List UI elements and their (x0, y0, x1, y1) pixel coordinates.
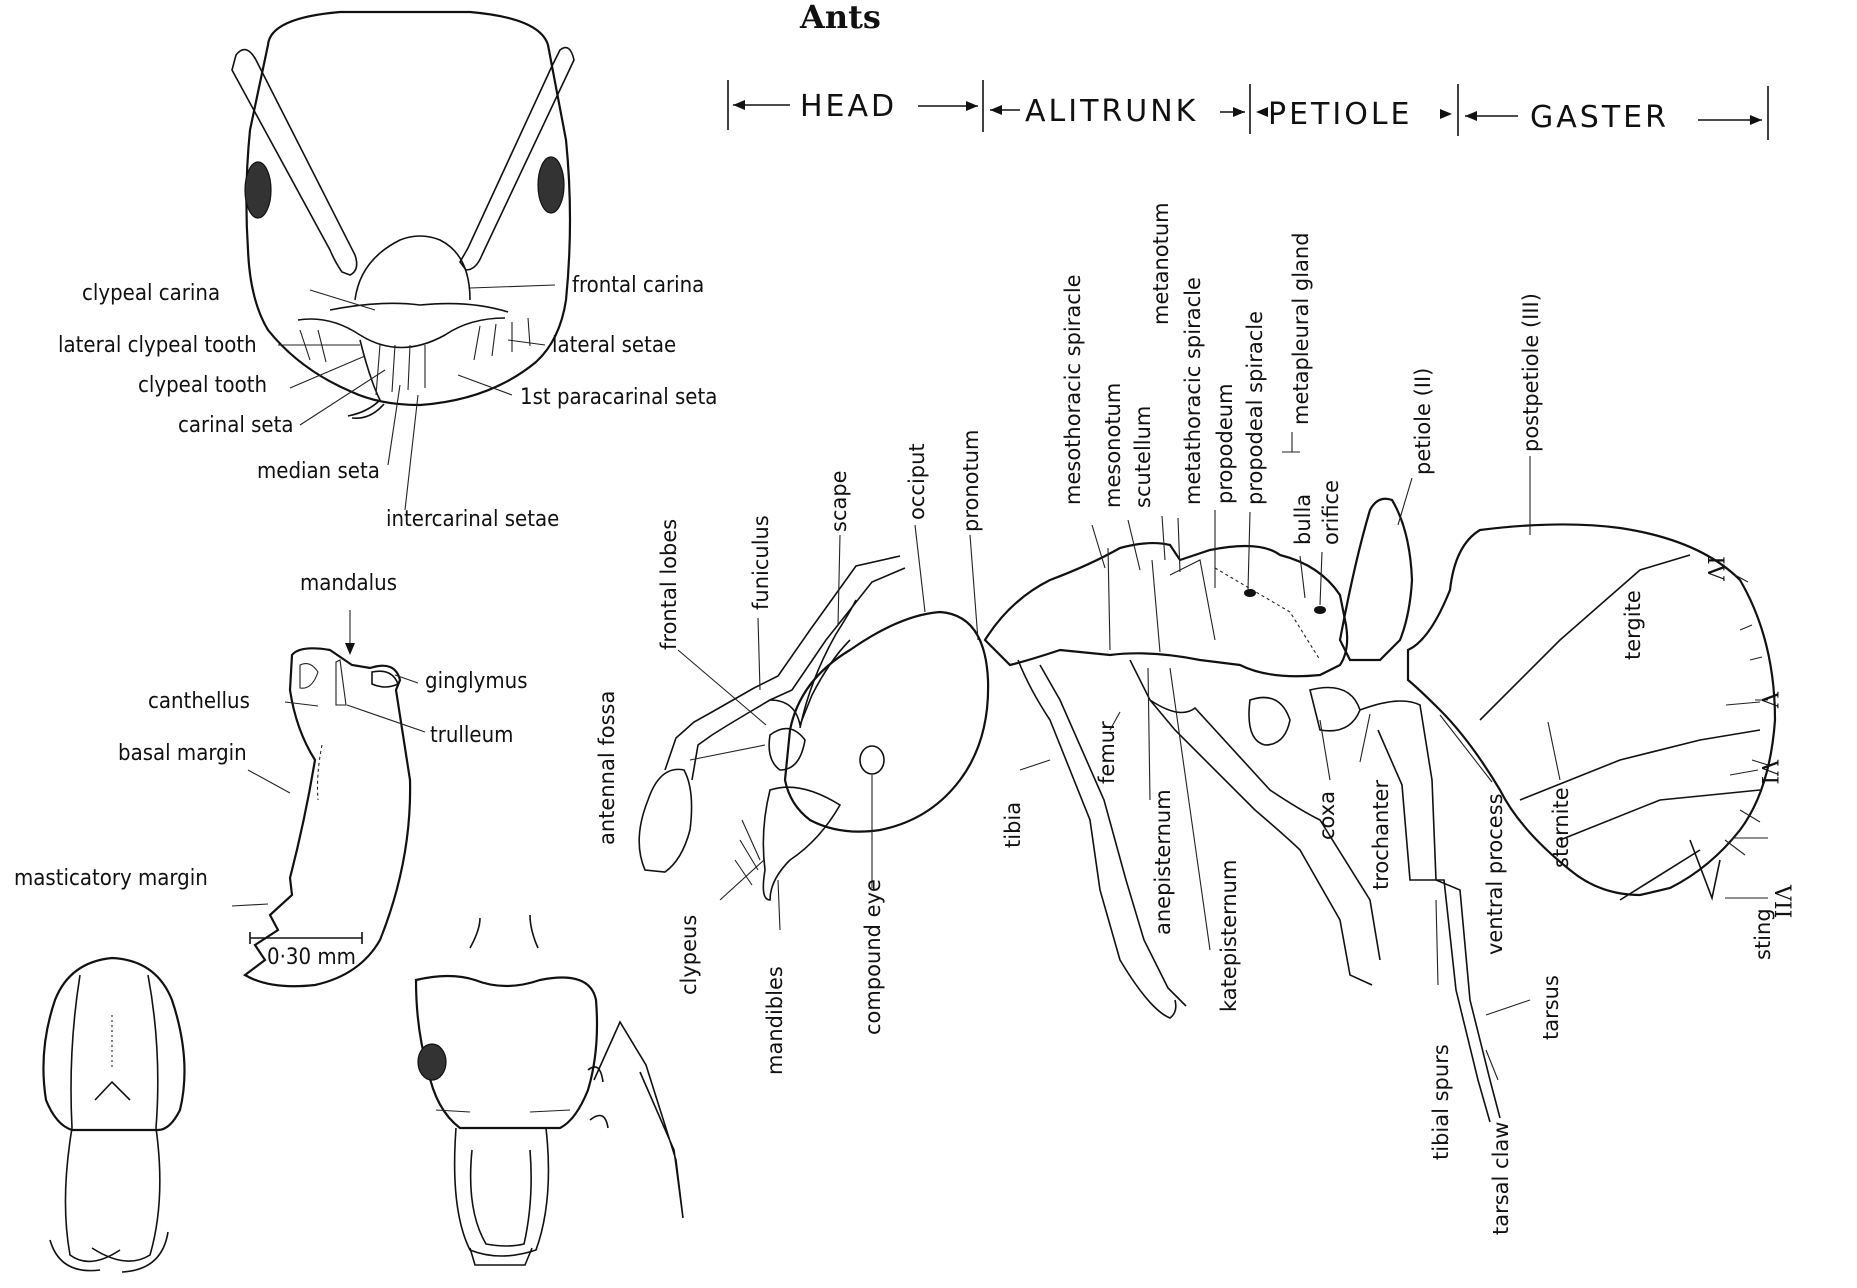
label-clypeus: clypeus (677, 915, 701, 995)
compound-eye-icon (860, 746, 884, 774)
right-eye-icon (538, 157, 564, 213)
label-masticatory-margin: masticatory margin (14, 866, 208, 891)
label-roman-v: V (1756, 691, 1781, 709)
label-scape: scape (827, 470, 851, 532)
label-petiole: petiole (II) (1411, 368, 1435, 475)
left-eye-icon (245, 162, 271, 218)
label-anepisternum: anepisternum (1151, 789, 1175, 935)
label-basal-margin: basal margin (118, 741, 247, 766)
label-scale: 0·30 mm (267, 945, 356, 970)
label-funiculus: funiculus (749, 515, 773, 610)
label-occiput: occiput (905, 443, 929, 520)
lateral-body-view: antennal fossa frontal lobes funiculus s… (595, 202, 1794, 1235)
section-head: HEAD (800, 89, 897, 124)
label-frontal-carina: frontal carina (572, 273, 704, 298)
label-intercarinal-setae: intercarinal setae (386, 507, 559, 532)
head-front-view: clypeal carina lateral clypeal tooth cly… (58, 12, 717, 532)
label-coxa: coxa (1315, 791, 1339, 840)
label-ginglymus: ginglymus (425, 669, 528, 694)
propodeal-spiracle-icon (1244, 589, 1256, 597)
label-roman-vi: VI (1756, 759, 1781, 785)
orifice-icon (1314, 606, 1326, 614)
section-alitrunk: ALITRUNK (1025, 94, 1198, 129)
body-section-bar: HEAD ALITRUNK PETIOLE GASTER (728, 80, 1768, 140)
label-postpetiole: postpetiole (III) (1519, 293, 1543, 452)
label-frontal-lobes: frontal lobes (657, 519, 681, 650)
label-ventral-process: ventral process (1483, 793, 1507, 955)
label-trulleum: trulleum (430, 723, 513, 748)
section-gaster: GASTER (1530, 100, 1669, 135)
label-bulla: bulla (1291, 494, 1315, 545)
label-metapleural-gland: metapleural gland (1289, 232, 1313, 425)
label-roman-iv: IV (1702, 556, 1727, 582)
label-metanotum: metanotum (1149, 202, 1173, 325)
label-trochanter: trochanter (1369, 780, 1393, 890)
label-mesothoracic-spiracle: mesothoracic spiracle (1061, 274, 1085, 505)
mandible-detail: mandalus ginglymus canthellus trulleum b… (14, 571, 528, 986)
label-paracarinal-seta: 1st paracarinal seta (520, 385, 717, 410)
page-title: Ants (799, 0, 881, 36)
label-femur: femur (1095, 721, 1119, 784)
label-scutellum: scutellum (1131, 406, 1155, 508)
label-tibial-spurs: tibial spurs (1429, 1044, 1453, 1160)
label-antennal-fossa: antennal fossa (595, 691, 619, 845)
label-mandibles: mandibles (763, 966, 787, 1075)
label-tergite: tergite (1621, 590, 1645, 660)
label-roman-vii: VII (1769, 884, 1794, 918)
label-tarsal-claw: tarsal claw (1489, 1122, 1513, 1235)
label-mandalus: mandalus (300, 571, 397, 596)
label-clypeal-tooth: clypeal tooth (138, 373, 267, 398)
label-carinal-seta: carinal seta (178, 413, 293, 438)
label-katepisternum: katepisternum (1217, 860, 1241, 1012)
label-pronotum: pronotum (959, 429, 983, 532)
label-metathoracic-spiracle: metathoracic spiracle (1181, 277, 1205, 505)
label-orifice: orifice (1319, 480, 1343, 545)
head-ventral-view (416, 915, 683, 1265)
label-compound-eye: compound eye (861, 879, 885, 1035)
label-sternite: sternite (1549, 787, 1573, 868)
section-petiole: PETIOLE (1268, 97, 1413, 132)
label-mesonotum: mesonotum (1101, 383, 1125, 508)
ventral-eye-icon (418, 1044, 446, 1080)
label-median-seta: median seta (257, 459, 380, 484)
label-propodeum: propodeum (1213, 383, 1237, 504)
label-tarsus: tarsus (1539, 975, 1563, 1040)
label-canthellus: canthellus (148, 689, 250, 714)
small-head-front (43, 958, 184, 1272)
label-tibia: tibia (1001, 802, 1025, 848)
label-clypeal-carina: clypeal carina (82, 281, 220, 306)
label-propodeal-spiracle: propodeal spiracle (1243, 311, 1267, 505)
label-lateral-clypeal-tooth: lateral clypeal tooth (58, 333, 257, 358)
label-lateral-setae: lateral setae (552, 333, 676, 358)
